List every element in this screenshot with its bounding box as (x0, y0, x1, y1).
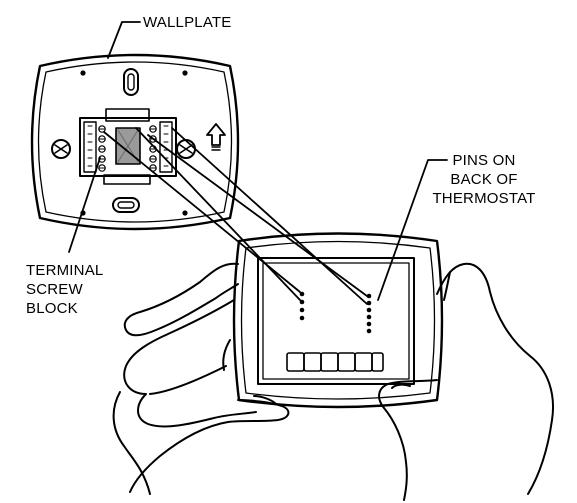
thermostat-outline (232, 232, 444, 409)
right-hand-thumb (436, 262, 554, 495)
hands (112, 262, 554, 501)
right-hand-fingers (378, 379, 438, 501)
wallplate-inner-rim (37, 61, 233, 223)
label-pins-on-back: PINS ON BACK OF THERMOSTAT (416, 151, 552, 208)
thermostat-inner-rim (240, 240, 436, 400)
left-hand-fingers (123, 299, 257, 428)
leader-lines (68, 21, 448, 301)
leader-wallplate (107, 21, 141, 59)
label-terminal-line3: BLOCK (26, 300, 78, 317)
leader-terminal (68, 157, 101, 253)
pins-left (299, 291, 305, 321)
left-hand-index (129, 399, 290, 493)
wallplate (30, 53, 240, 231)
left-hand-palm (112, 391, 151, 495)
terminal-block-housing (79, 108, 177, 185)
thermostat-back-panel (257, 257, 415, 385)
mounting-screw-left-icon (51, 139, 71, 159)
leader-pins (377, 159, 448, 301)
pins-right (366, 293, 372, 334)
label-pins-line1: PINS ON (452, 152, 516, 169)
label-pins-line2: BACK OF (450, 171, 518, 188)
label-pins-line3: THERMOSTAT (432, 190, 536, 207)
thermostat-buttons (286, 352, 384, 372)
label-terminal-screw-block: TERMINAL SCREW BLOCK (26, 261, 103, 318)
up-arrow-icon (206, 123, 226, 151)
mounting-slot-top (123, 68, 139, 96)
left-hand-thumb (123, 262, 239, 337)
mounting-screw-right-icon (176, 139, 196, 159)
label-terminal-line2: SCREW (26, 281, 83, 298)
label-terminal-line1: TERMINAL (26, 262, 104, 279)
mounting-slot-bottom (112, 197, 140, 213)
terminal-screws-left (98, 125, 106, 172)
alignment-lines (103, 127, 368, 305)
label-wallplate: WALLPLATE (143, 14, 232, 31)
wallplate-outline (30, 53, 240, 231)
